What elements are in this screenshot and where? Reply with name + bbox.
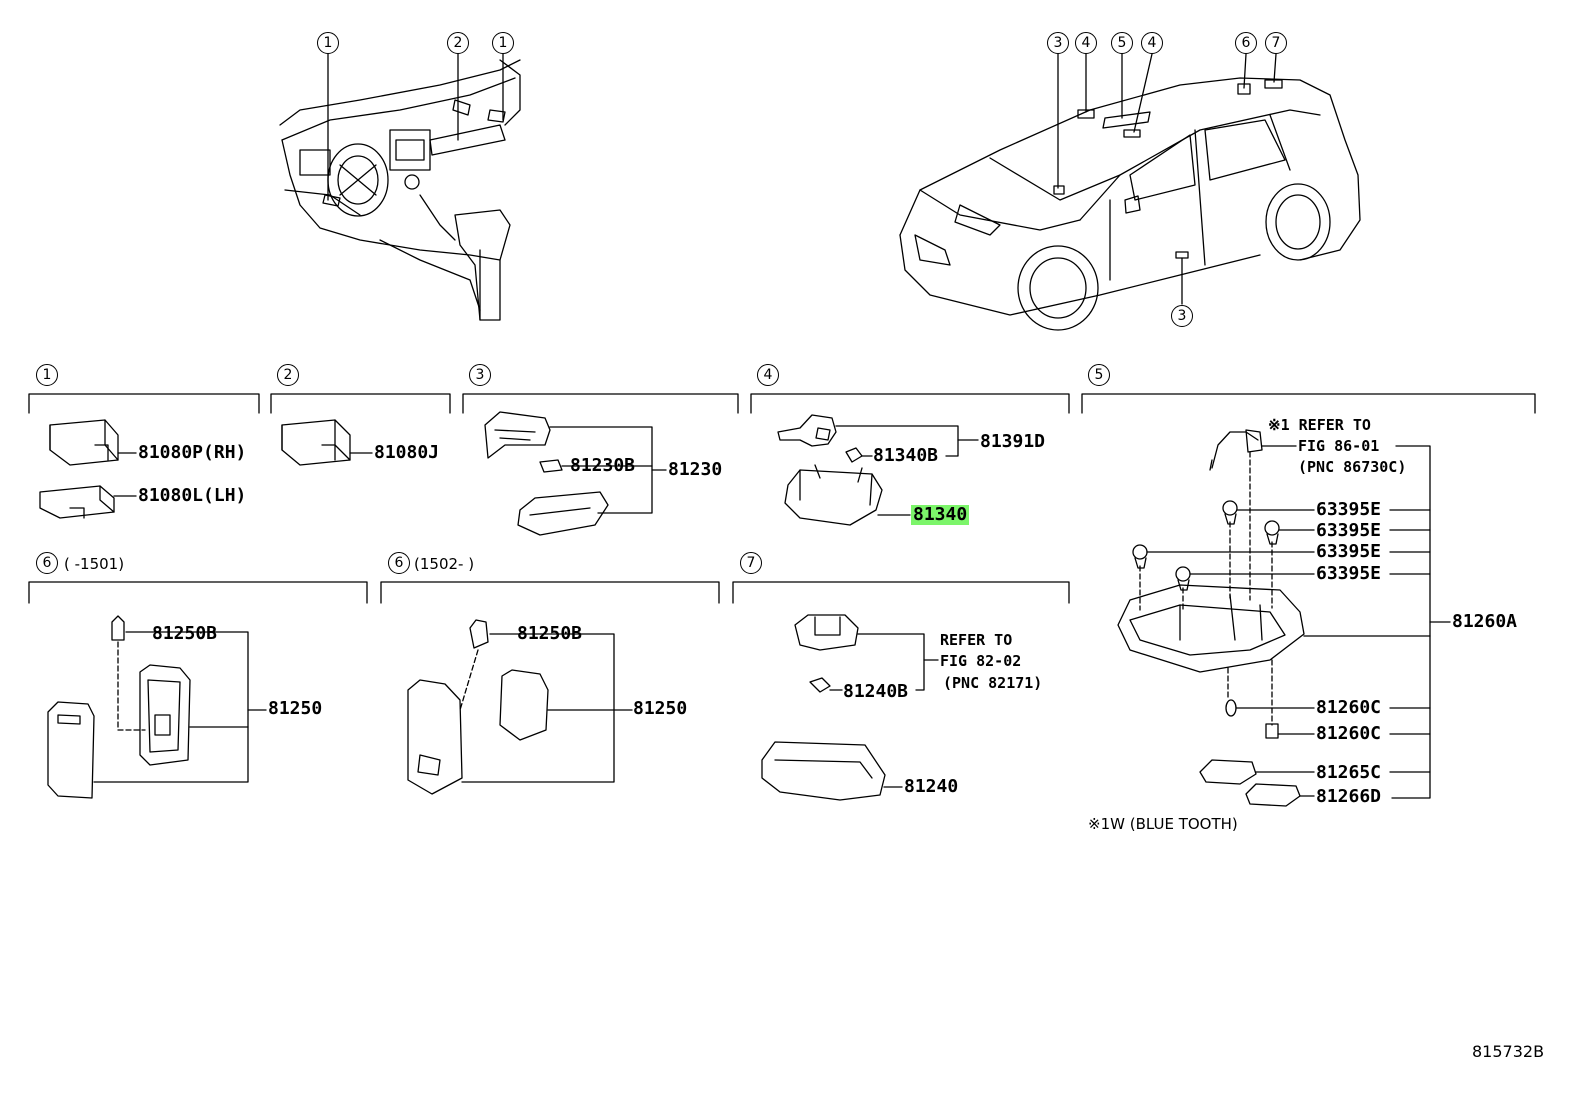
- callout-leaders: [327, 53, 1277, 305]
- part-81266d-label[interactable]: 81266D: [1316, 786, 1382, 807]
- section-header-1: 1: [36, 364, 58, 386]
- section-header-3: 3: [469, 364, 491, 386]
- callout-4-car-b: 4: [1141, 32, 1163, 54]
- part-63395e-label-3[interactable]: 63395E: [1316, 541, 1382, 562]
- section-header-2: 2: [277, 364, 299, 386]
- section-2-parts: [281, 419, 373, 466]
- refer-86-line3: (PNC 86730C): [1298, 458, 1407, 476]
- part-81240-label[interactable]: 81240: [904, 776, 959, 797]
- part-81250b-label-b[interactable]: 81250B: [517, 623, 583, 644]
- refer-86-line1: ※1 REFER TO: [1268, 416, 1371, 434]
- callout-4-car-a: 4: [1075, 32, 1097, 54]
- part-63395e-label-1[interactable]: 63395E: [1316, 499, 1382, 520]
- section-3-parts: [484, 411, 667, 536]
- dashboard-illustration: [279, 59, 521, 321]
- part-81240b-label[interactable]: 81240B: [843, 681, 909, 702]
- section-header-4: 4: [757, 364, 779, 386]
- section-header-7: 7: [740, 552, 762, 574]
- part-81080l-label[interactable]: 81080L(LH): [138, 485, 247, 506]
- callout-1-dash-left: 1: [317, 32, 339, 54]
- section-brackets: [28, 393, 1536, 604]
- callout-7-car: 7: [1265, 32, 1287, 54]
- callout-5-car: 5: [1111, 32, 1133, 54]
- part-81260a-label[interactable]: 81260A: [1452, 611, 1518, 632]
- section-header-6b: 6: [388, 552, 410, 574]
- part-81250b-label-a[interactable]: 81250B: [152, 623, 218, 644]
- section-6b-range: (1502- ): [414, 555, 475, 573]
- part-81340-label-highlighted[interactable]: 81340: [911, 504, 970, 525]
- part-81250-label-a[interactable]: 81250: [268, 698, 323, 719]
- part-81340b-label[interactable]: 81340B: [873, 445, 939, 466]
- part-81080j-label[interactable]: 81080J: [374, 442, 440, 463]
- section-5-parts: [1117, 429, 1451, 807]
- section-6b-parts: [407, 619, 633, 795]
- part-81260c-label-2[interactable]: 81260C: [1316, 723, 1382, 744]
- section-header-5: 5: [1088, 364, 1110, 386]
- callout-2-dash: 2: [447, 32, 469, 54]
- part-81230b-label[interactable]: 81230B: [570, 455, 636, 476]
- section-4-parts: [777, 414, 979, 526]
- section-header-6a: 6: [36, 552, 58, 574]
- part-81391d-label[interactable]: 81391D: [980, 431, 1046, 452]
- part-81080p-label[interactable]: 81080P(RH): [138, 442, 247, 463]
- refer-86-line2: FIG 86-01: [1298, 437, 1380, 455]
- refer-82-line1: REFER TO: [940, 631, 1013, 649]
- section-7-parts: [761, 614, 939, 801]
- callout-6-car: 6: [1235, 32, 1257, 54]
- refer-82-line3: (PNC 82171): [943, 674, 1043, 692]
- footnote-bluetooth: ※1W (BLUE TOOTH): [1088, 815, 1238, 833]
- part-63395e-label-2[interactable]: 63395E: [1316, 520, 1382, 541]
- part-81230-label[interactable]: 81230: [668, 459, 723, 480]
- section-6a-parts: [47, 615, 267, 799]
- callout-3-car-top: 3: [1047, 32, 1069, 54]
- diagram-code: 815732B: [1472, 1042, 1545, 1061]
- part-81265c-label[interactable]: 81265C: [1316, 762, 1382, 783]
- callout-1-dash-right: 1: [492, 32, 514, 54]
- car-illustration: [899, 77, 1361, 331]
- part-63395e-label-4[interactable]: 63395E: [1316, 563, 1382, 584]
- section-1-parts: [39, 419, 137, 519]
- part-81260c-label-1[interactable]: 81260C: [1316, 697, 1382, 718]
- callout-3-car-bottom: 3: [1171, 305, 1193, 327]
- part-81250-label-b[interactable]: 81250: [633, 698, 688, 719]
- section-6a-range: ( -1501): [64, 555, 125, 573]
- refer-82-line2: FIG 82-02: [940, 652, 1022, 670]
